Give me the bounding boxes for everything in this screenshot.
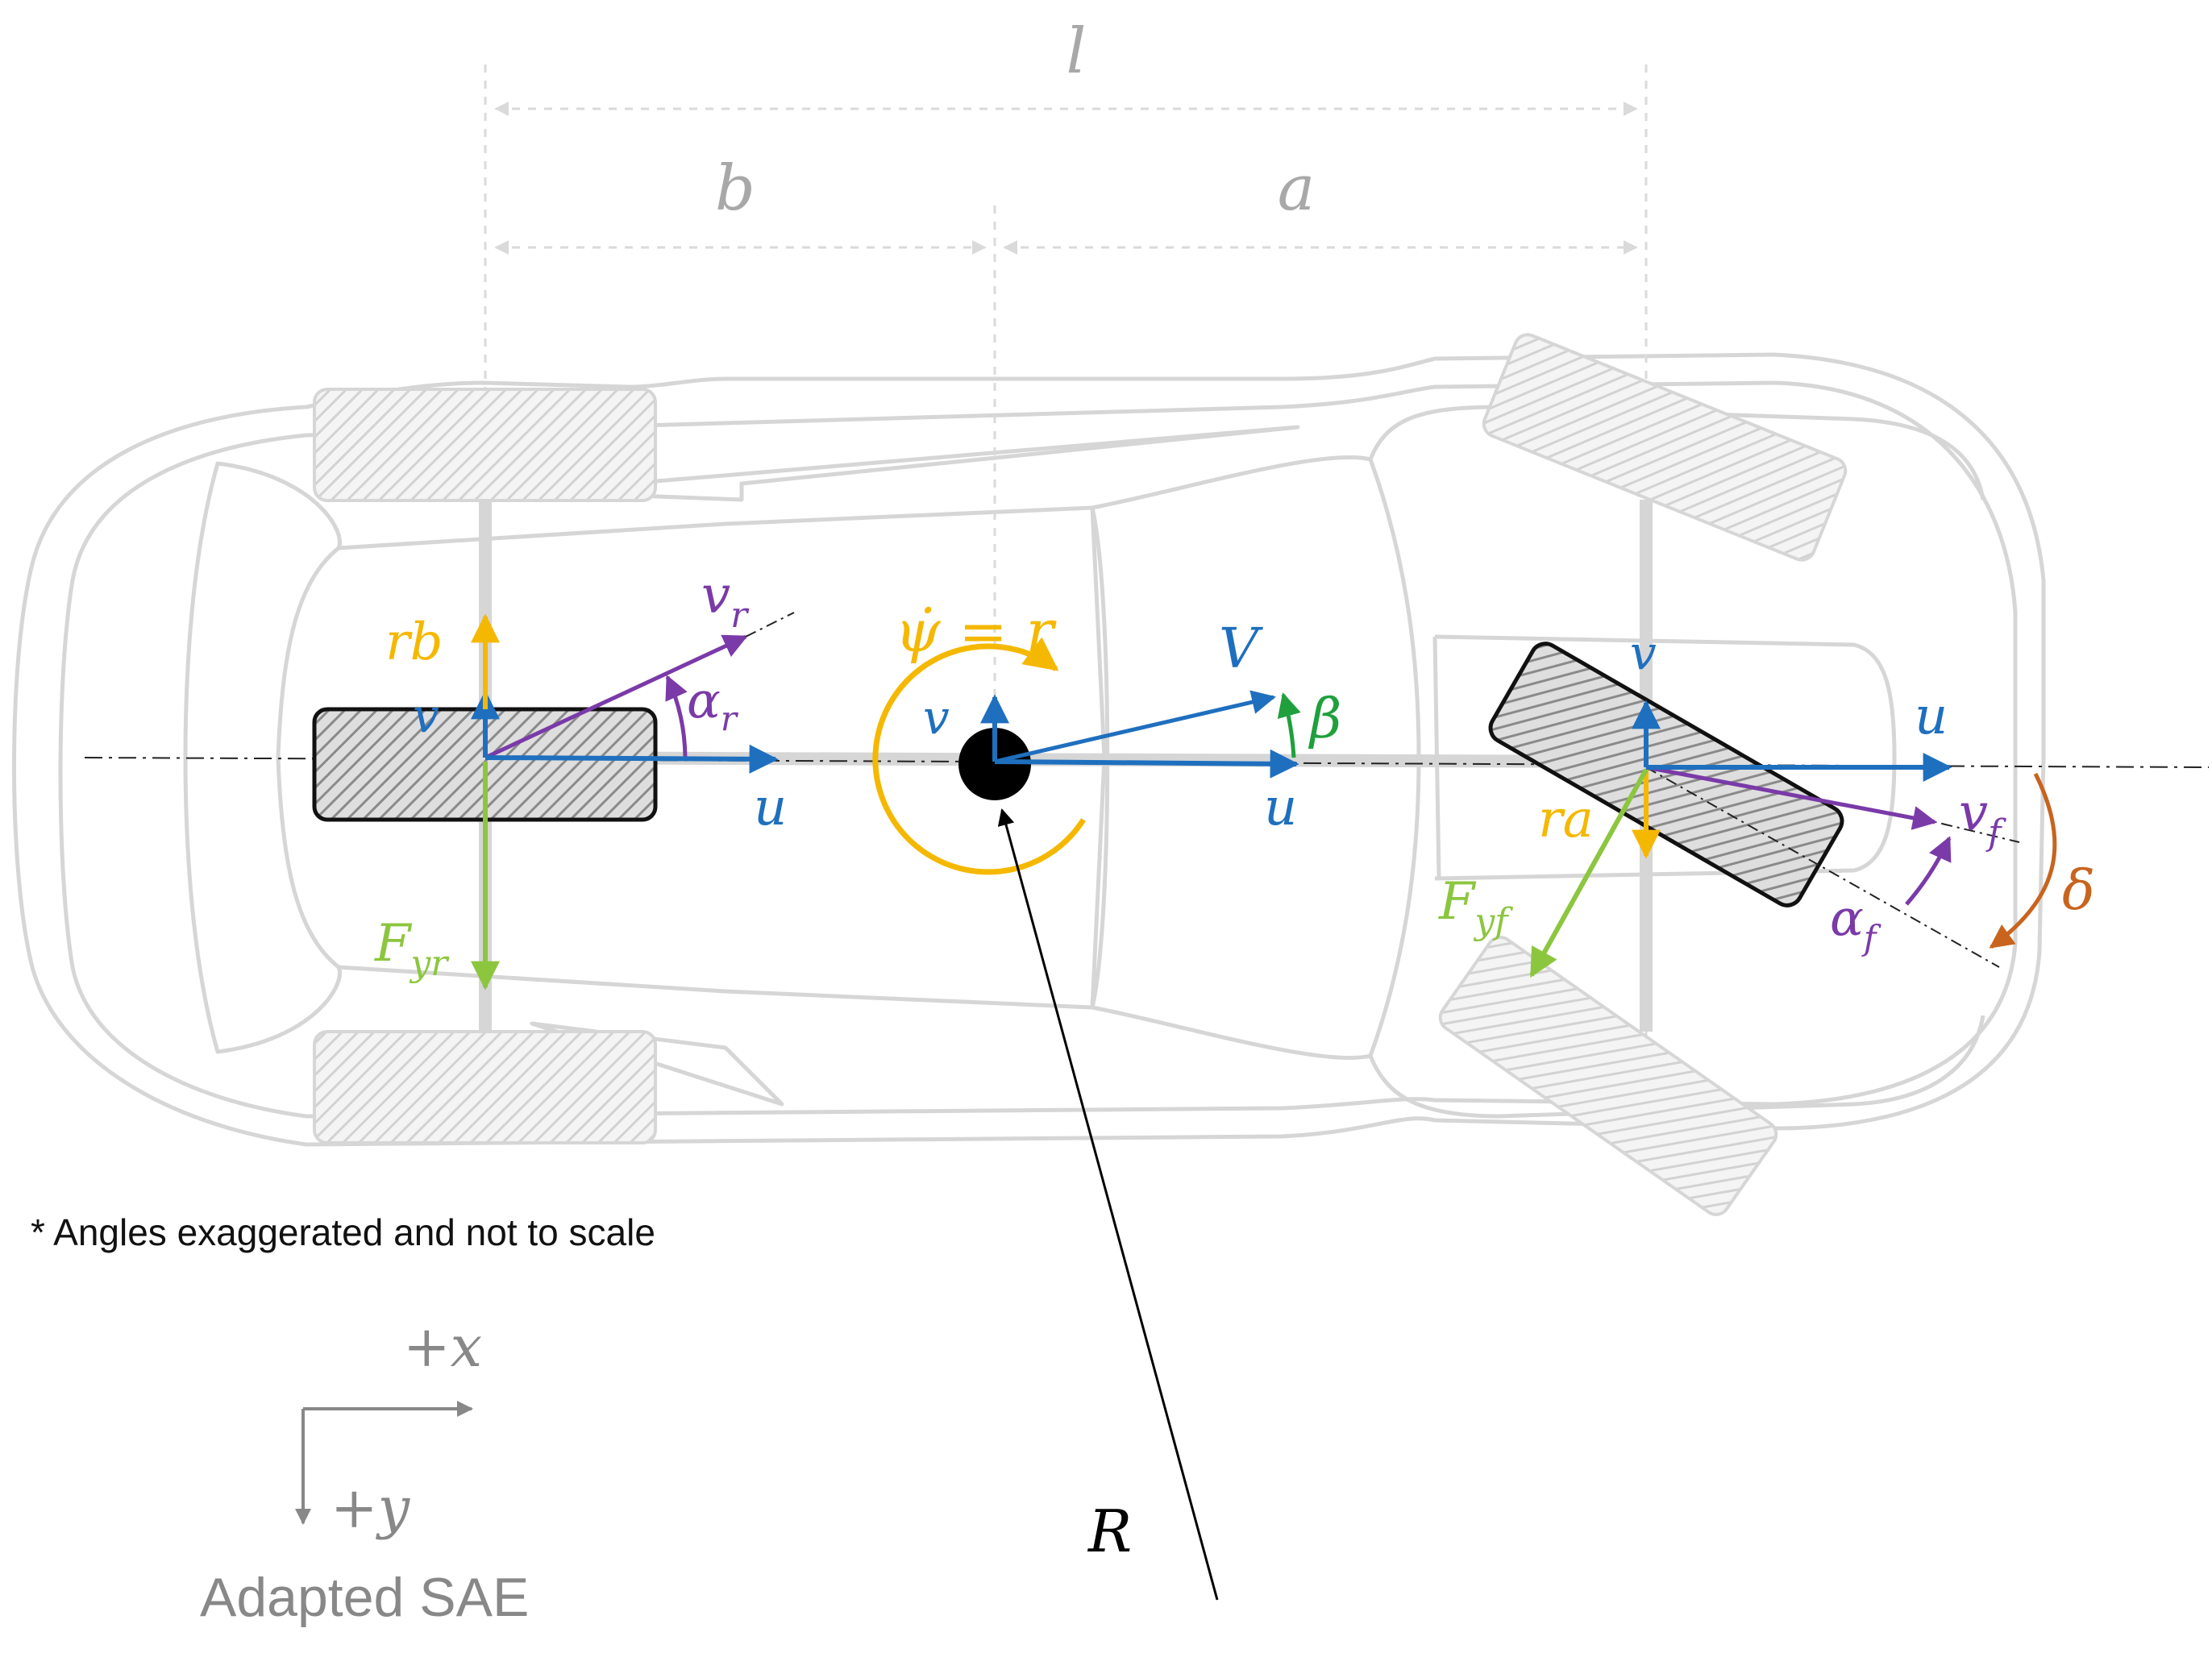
coordinate-axes (295, 1401, 473, 1525)
cg-V-arrow (994, 690, 1276, 764)
cg-u-label: u (1264, 778, 1297, 837)
front-v-label: v (1630, 625, 1657, 680)
rear-u-label: u (754, 778, 787, 837)
beta-arc (1277, 692, 1301, 758)
y-axis-label: +y (331, 1475, 411, 1541)
front-velocity-vector-line (1645, 765, 1937, 830)
yaw-rate-arc (872, 637, 1086, 875)
wheel-rear-right-ghost (313, 1030, 657, 1144)
rear-rb-label: rb (385, 613, 443, 672)
rear-v-label: v (413, 688, 439, 743)
beta-label: β (1308, 687, 1341, 751)
front-ra-label: ra (1538, 790, 1594, 849)
delta-arc (1989, 772, 2057, 949)
wheel-front-left-ghost (1482, 333, 1848, 562)
front-wheel (1488, 642, 1844, 908)
front-wheel-heading-line (1645, 766, 2000, 968)
dimension-l-label: l (1066, 15, 1087, 88)
axles (479, 500, 1653, 1032)
alpha-r-label: αr (687, 671, 739, 738)
rear-v-r-label: vr (701, 566, 750, 636)
wheel-rear-left-ghost (313, 388, 657, 502)
dimension-a-label: a (1278, 152, 1316, 225)
wheel-front-right-ghost (1438, 936, 1778, 1216)
cg-V-label: V (1219, 617, 1263, 681)
alpha-f-label: αf (1830, 888, 1881, 957)
rear-u-arrow (484, 744, 779, 774)
rear-velocity-extension (745, 612, 795, 638)
front-lateral-force-arrow (1529, 768, 1649, 978)
rear-velocity-vector-line (484, 634, 748, 760)
rear-force-label: Fyr (374, 914, 450, 984)
alpha-r-arc (665, 675, 688, 758)
cg-u-arrow (994, 749, 1299, 779)
convention-label: Adapted SAE (200, 1567, 529, 1628)
front-force-label: Fyf (1438, 872, 1513, 942)
cg-v-label: v (923, 690, 950, 745)
dimension-b-label: b (715, 152, 755, 225)
turn-radius-label: R (1087, 1497, 1132, 1565)
delta-label: δ (2062, 859, 2095, 923)
front-v-f-label: vf (1959, 783, 2006, 854)
x-axis-label: +x (403, 1314, 482, 1380)
turn-radius-line (997, 808, 1219, 1601)
yaw-rate-label: ψ̇ = r (895, 597, 1057, 665)
scale-note: * Angles exaggerated and not to scale (31, 1211, 655, 1253)
dimension-guides (484, 64, 1648, 1124)
front-u-label: u (1915, 687, 1948, 746)
alpha-f-arc (1905, 836, 1952, 906)
